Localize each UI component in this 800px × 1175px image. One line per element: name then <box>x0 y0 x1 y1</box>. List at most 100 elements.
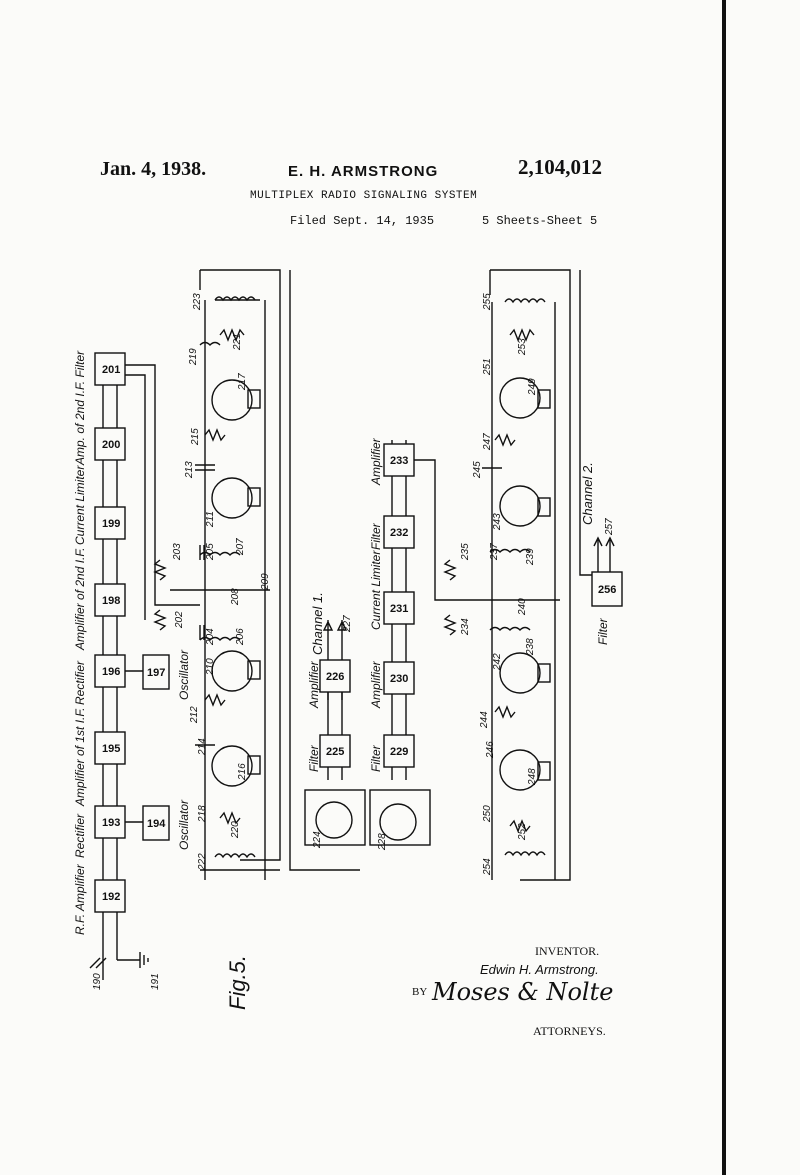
ref-204: 204 <box>205 628 216 646</box>
ref-217: 217 <box>237 373 248 391</box>
ref-255: 255 <box>482 293 493 311</box>
ref-191: 191 <box>150 973 161 990</box>
label-amplifier-b: Amplifier <box>369 660 383 709</box>
svg-text:198: 198 <box>102 595 120 607</box>
block-231: 231 <box>383 591 415 625</box>
resistor-203 <box>153 559 167 581</box>
block-195: 195 <box>94 731 126 765</box>
block-226: 226 <box>319 659 351 693</box>
block-197: 197 <box>142 654 170 690</box>
svg-text:231: 231 <box>390 603 408 615</box>
coil-239 <box>489 548 531 553</box>
ref-228: 228 <box>377 833 388 851</box>
tube-211 <box>211 477 253 519</box>
ref-223: 223 <box>192 293 203 311</box>
block-230: 230 <box>383 661 415 695</box>
label-filter-ch2: Filter <box>596 617 610 645</box>
ref-253: 253 <box>517 338 528 356</box>
resistor-220 <box>219 811 241 825</box>
label-amp-1st-if: Amplifier of 1st I.F. <box>73 708 87 807</box>
label-oscillator-2: Oscillator <box>177 649 191 700</box>
ref-237: 237 <box>489 543 500 561</box>
svg-text:199: 199 <box>102 518 120 530</box>
label-oscillator-1: Oscillator <box>177 799 191 850</box>
ref-215: 215 <box>190 428 201 446</box>
ref-246: 246 <box>485 741 496 759</box>
svg-text:225: 225 <box>326 746 344 758</box>
label-amp-2nd-if: Amplifier of 2nd I.F. <box>73 548 87 652</box>
label-current-limiter: Current Limiter <box>73 465 87 545</box>
ref-245: 245 <box>472 461 483 479</box>
ref-208: 208 <box>230 588 241 606</box>
coil-222 <box>214 853 256 859</box>
ref-210: 210 <box>205 658 216 676</box>
tube-242 <box>499 652 541 694</box>
resistor-221 <box>219 328 245 342</box>
inventor-name: Edwin H. Armstrong. <box>480 962 599 977</box>
block-196: 196 <box>94 654 126 688</box>
label-filter-b: Filter <box>369 744 383 772</box>
page-edge <box>722 0 726 1175</box>
ref-248: 248 <box>527 768 538 786</box>
ref-250: 250 <box>482 805 493 823</box>
coil-205 <box>199 551 241 556</box>
tube-224 <box>315 801 353 839</box>
resistor-253 <box>509 328 535 342</box>
main-chain-blocks: 192 193 194 195 196 197 198 199 200 201 <box>94 352 170 913</box>
resistor-235 <box>443 559 457 581</box>
ref-209: 209 <box>260 573 271 591</box>
svg-text:193: 193 <box>102 817 120 829</box>
svg-text:201: 201 <box>102 364 120 376</box>
by-label: BY <box>412 986 428 998</box>
ref-222: 222 <box>197 853 208 871</box>
ref-249: 249 <box>527 378 538 396</box>
block-201: 201 <box>94 352 126 386</box>
svg-text:256: 256 <box>598 584 616 596</box>
coil-238 <box>489 626 531 631</box>
ref-257: 257 <box>604 518 615 536</box>
attorneys-signature: Moses & Nolte <box>432 978 614 1006</box>
resistor-252 <box>509 819 531 833</box>
coil-219 <box>199 341 221 346</box>
tube-243 <box>499 485 541 527</box>
patent-date: Jan. 4, 1938. <box>100 158 207 180</box>
circuit-right <box>443 269 571 881</box>
inventor-header: E. H. ARMSTRONG <box>288 163 439 180</box>
ref-247: 247 <box>482 433 493 451</box>
ref-227: 227 <box>342 615 353 633</box>
svg-text:194: 194 <box>147 818 166 830</box>
coil-223 <box>214 296 256 302</box>
patent-number: 2,104,012 <box>518 155 602 179</box>
circuit-224-box <box>304 789 366 846</box>
ground-icon <box>117 952 149 968</box>
coil-255 <box>504 298 546 304</box>
ref-190: 190 <box>92 973 103 990</box>
ref-252: 252 <box>517 823 528 841</box>
resistor-247 <box>494 433 516 447</box>
ref-251: 251 <box>482 358 493 376</box>
coil-206 <box>199 636 241 641</box>
resistor-244 <box>494 705 516 719</box>
block-229: 229 <box>383 734 415 768</box>
ref-235: 235 <box>460 543 471 561</box>
ref-238: 238 <box>525 638 536 656</box>
label-rectifier-2: Rectifier <box>73 660 87 705</box>
label-channel-1: Channel 1. <box>310 592 325 655</box>
svg-text:192: 192 <box>102 891 120 903</box>
label-filter-c: Filter <box>369 522 383 550</box>
label-2nd-if-filter: 2nd I.F. Filter <box>73 350 87 421</box>
svg-text:233: 233 <box>390 455 408 467</box>
inventor-label: INVENTOR. <box>535 944 600 958</box>
ref-205: 205 <box>205 543 216 561</box>
ref-224: 224 <box>312 831 323 849</box>
resistor-215 <box>204 428 226 442</box>
ref-206: 206 <box>235 628 246 646</box>
ref-216: 216 <box>237 763 248 781</box>
label-amplifier-c: Amplifier <box>369 437 383 486</box>
tube-217 <box>211 379 253 421</box>
label-filter-a: Filter <box>307 744 321 772</box>
figure-label: Fig.5. <box>225 955 250 1010</box>
ref-213: 213 <box>184 461 195 479</box>
block-199: 199 <box>94 506 126 540</box>
resistor-202 <box>153 609 167 631</box>
